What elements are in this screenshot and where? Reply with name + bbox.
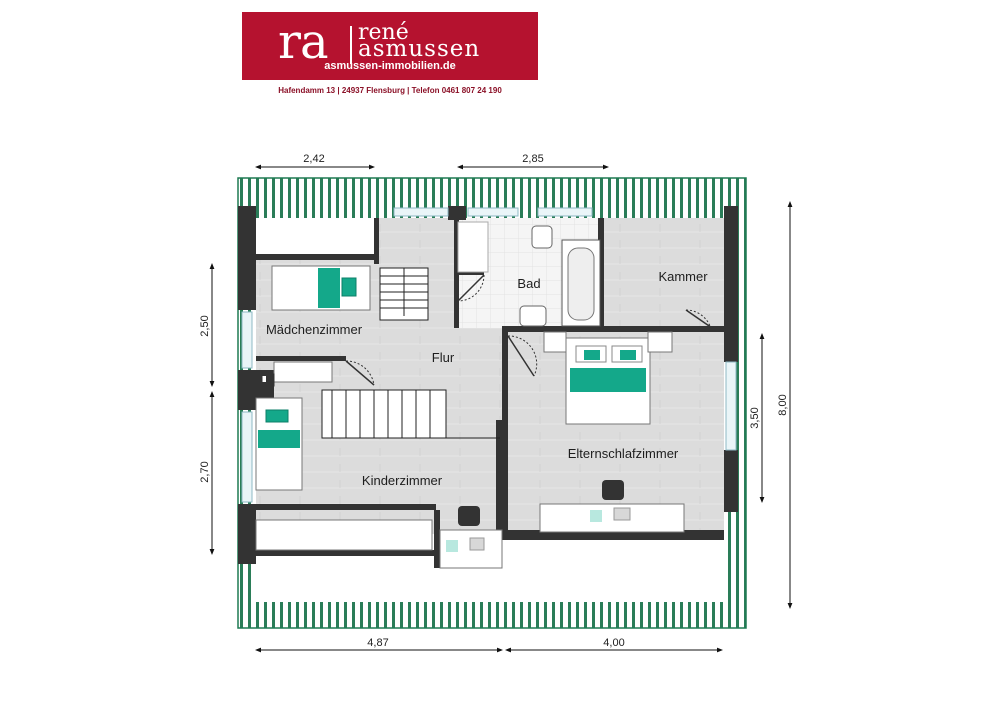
logo-divider	[350, 26, 352, 64]
label-bad: Bad	[517, 276, 540, 291]
door-swings	[345, 274, 711, 386]
label-flur: Flur	[432, 350, 455, 365]
radiator-icons	[258, 373, 275, 387]
label-maedchenzimmer: Mädchenzimmer	[266, 322, 363, 337]
company-logo: ra rené asmussen asmussen-immobilien.de	[242, 12, 538, 80]
sink-icon	[519, 305, 547, 327]
website-link[interactable]: asmussen-immobilien.de	[324, 60, 456, 72]
nightstand-right	[647, 331, 673, 353]
dimension-lines	[209, 164, 793, 653]
door-leaves	[345, 274, 713, 386]
shower-icon	[457, 221, 489, 273]
toilet-icon	[531, 225, 553, 249]
dimension-left-lower: 2,70	[199, 461, 211, 482]
logo-last-name: asmussen	[358, 36, 481, 62]
company-address: Hafendamm 13 | 24937 Flensburg | Telefon…	[278, 86, 502, 95]
staircase-lower	[321, 389, 500, 439]
logo-first-name: rené	[358, 20, 409, 45]
bathtub-icon	[561, 239, 601, 327]
desk-kinderzimmer	[439, 506, 503, 569]
cabinet-maedchenzimmer	[273, 361, 333, 383]
logo-initials: ra	[278, 14, 329, 70]
dimension-bottom-left: 4,87	[367, 637, 388, 649]
label-kinderzimmer: Kinderzimmer	[362, 473, 443, 488]
dimension-bottom-right: 4,00	[603, 637, 624, 649]
label-elternschlafzimmer: Elternschlafzimmer	[568, 446, 679, 461]
dimension-right-inner: 3,50	[749, 407, 761, 428]
dimension-top-right: 2,85	[522, 153, 543, 165]
nightstand-left	[543, 331, 567, 353]
dimension-top-left: 2,42	[303, 153, 324, 165]
windows	[241, 207, 737, 503]
bed-kinderzimmer	[255, 397, 303, 491]
dimension-right-outer: 8,00	[777, 394, 789, 415]
staircase-upper	[379, 267, 429, 321]
bed-maedchenzimmer	[271, 265, 371, 311]
desk-elternschlafzimmer	[539, 480, 685, 533]
bed-elternschlafzimmer	[565, 337, 651, 425]
walls	[238, 206, 738, 568]
dimension-left-upper: 2,50	[199, 315, 211, 336]
wardrobe-kinderzimmer	[255, 519, 433, 551]
label-kammer: Kammer	[658, 269, 708, 284]
